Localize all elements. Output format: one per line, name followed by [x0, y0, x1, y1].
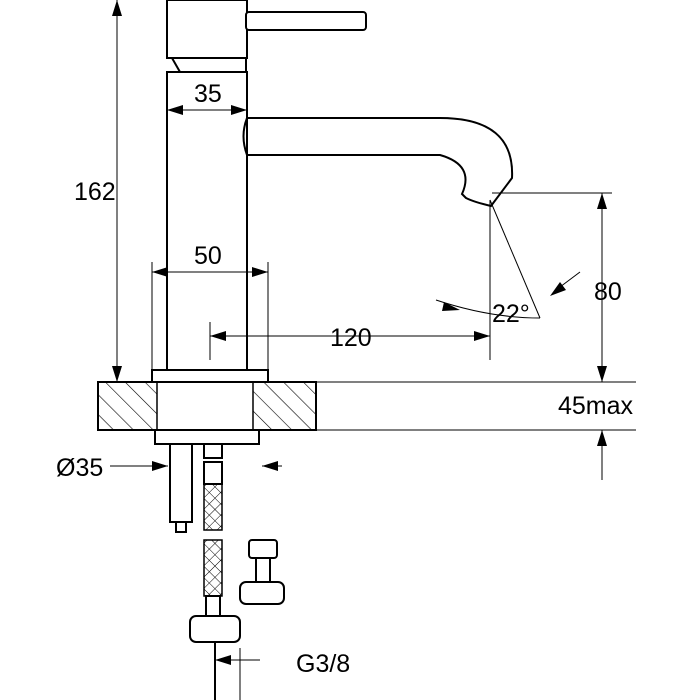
- dimension-labels: 35 162 50 120 80 22° 45max Ø35 G3/8: [56, 80, 634, 678]
- mounting-hardware: [154, 429, 285, 700]
- dim-max-thickness: 45max: [558, 392, 634, 420]
- dim-connection: G3/8: [296, 650, 350, 678]
- dim-spout-height: 80: [594, 278, 622, 306]
- dim-spout-reach: 120: [330, 324, 372, 352]
- dim-total-height: 162: [74, 178, 116, 206]
- spout: [246, 117, 514, 208]
- countertop: [97, 381, 636, 431]
- dim-base-width: 50: [194, 242, 222, 270]
- dimension-lines: [110, 0, 612, 700]
- dim-hole-diameter: Ø35: [56, 454, 103, 482]
- dim-spout-angle: 22°: [492, 300, 530, 328]
- dim-body-width: 35: [194, 80, 222, 108]
- faucet-body: [151, 0, 514, 383]
